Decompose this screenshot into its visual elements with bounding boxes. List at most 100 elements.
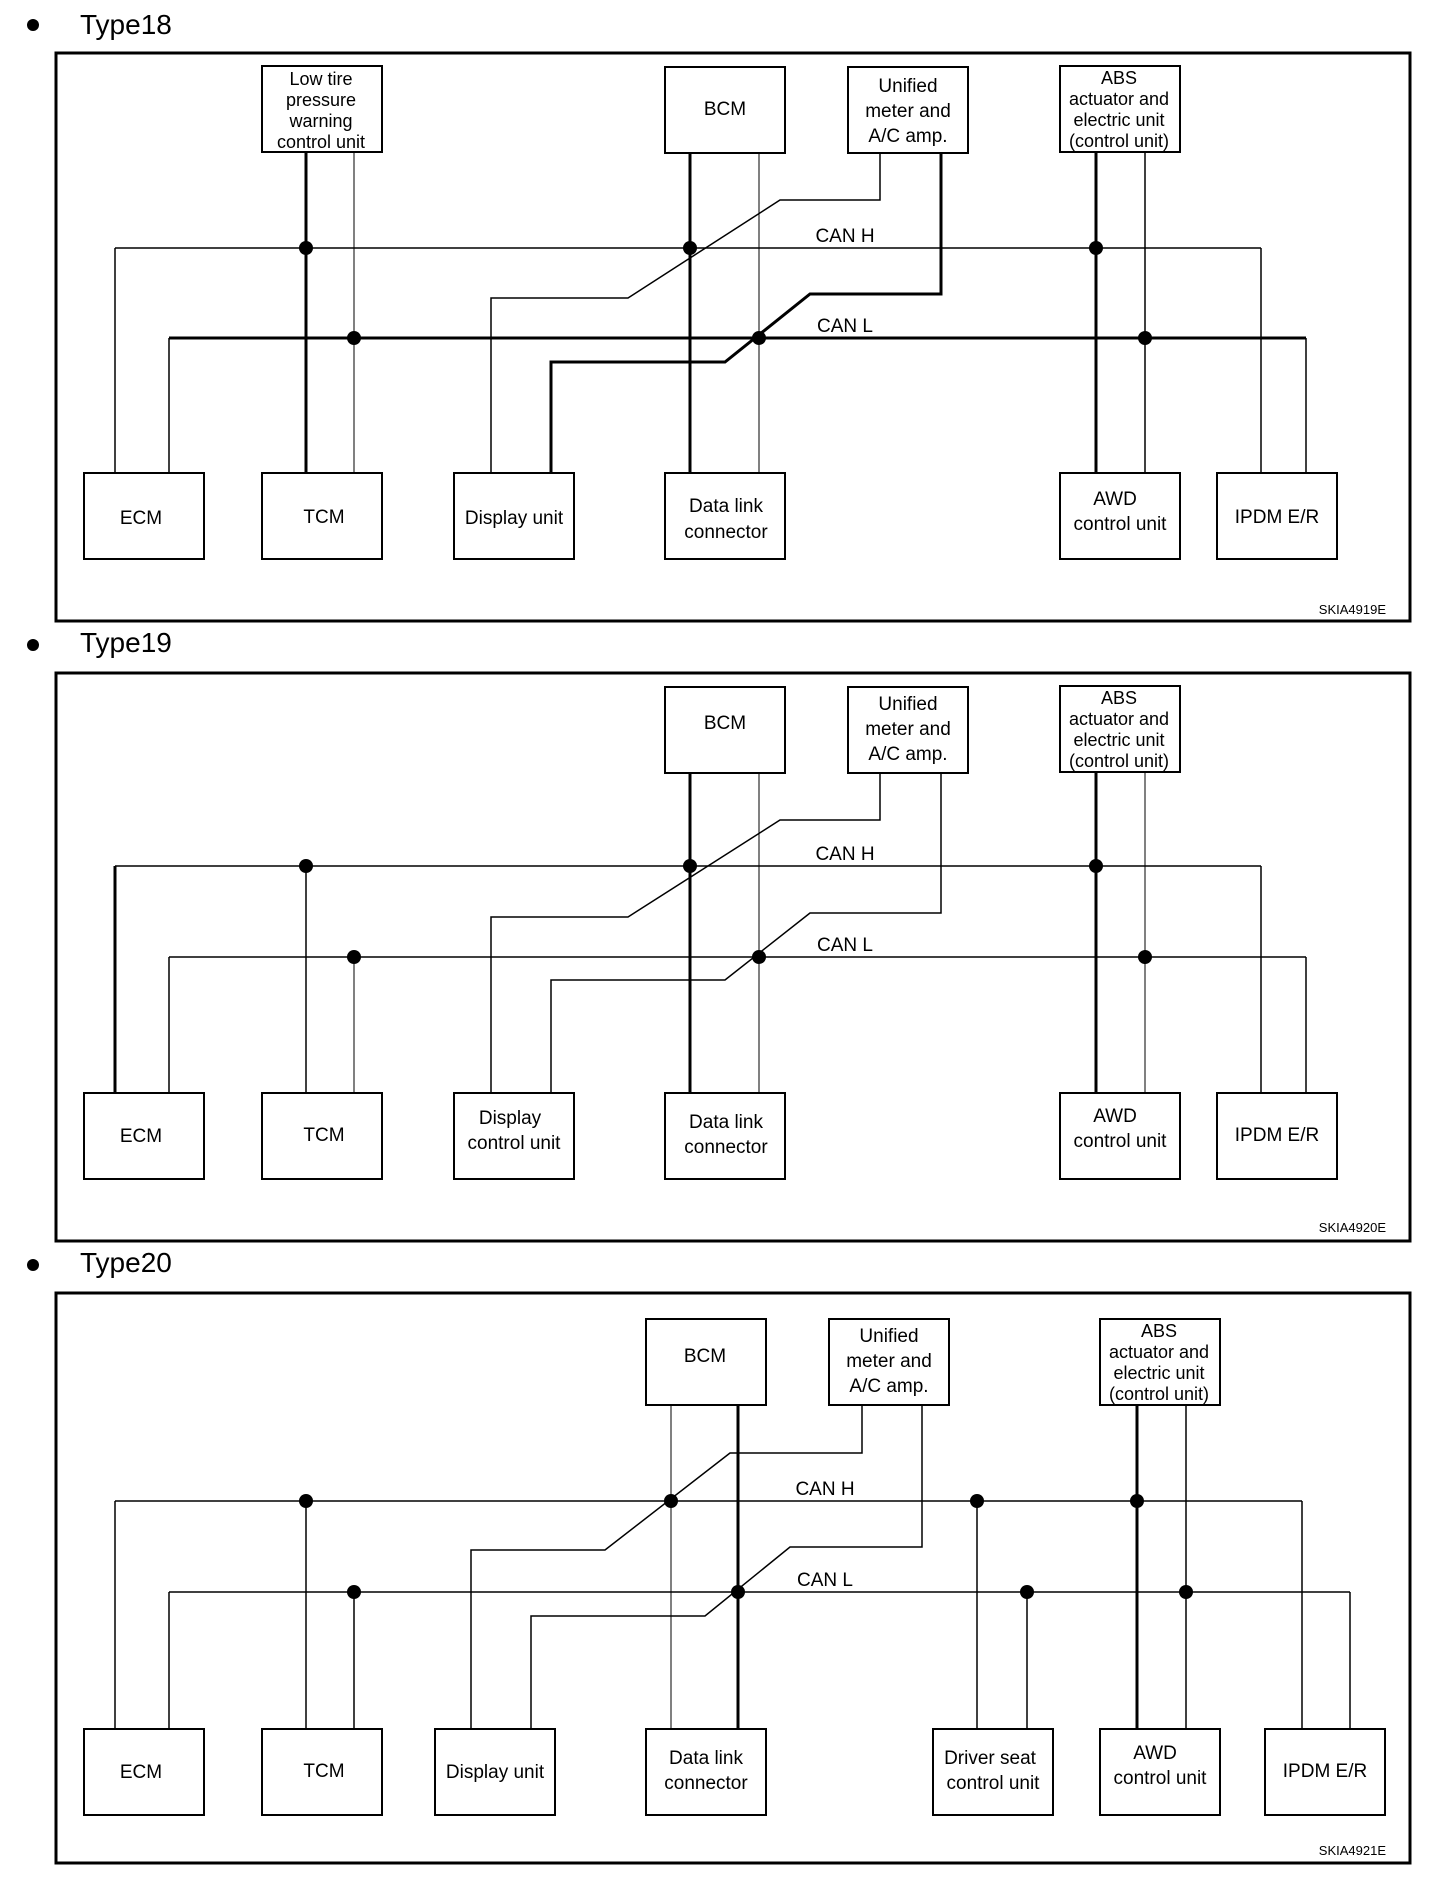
- junction-dot: [347, 950, 361, 964]
- svg-text:pressure: pressure: [286, 90, 356, 110]
- junction-dot: [1089, 859, 1103, 873]
- svg-text:electric unit: electric unit: [1073, 110, 1164, 130]
- junction-dot: [347, 1585, 361, 1599]
- unit-abs-actuator: ABS actuator and electric unit (control …: [1059, 65, 1181, 153]
- svg-text:actuator and: actuator and: [1109, 1342, 1209, 1362]
- junction-dot: [299, 859, 313, 873]
- svg-text:control unit: control unit: [277, 132, 365, 152]
- wires: [114, 152, 1307, 474]
- junction-dot: [731, 1585, 745, 1599]
- svg-text:ABS: ABS: [1101, 68, 1137, 88]
- junction-dot: [683, 859, 697, 873]
- diagram-frame: [54, 1291, 1412, 1865]
- junction-dot: [664, 1494, 678, 1508]
- svg-text:A/C amp.: A/C amp.: [868, 126, 947, 147]
- svg-text:ABS: ABS: [1101, 688, 1137, 708]
- junction-dot: [1138, 331, 1152, 345]
- svg-text:Data link: Data link: [689, 496, 763, 517]
- bullet-icon: [27, 639, 39, 651]
- svg-text:actuator and: actuator and: [1069, 89, 1169, 109]
- junction-dot: [1138, 950, 1152, 964]
- svg-text:AWD: AWD: [1133, 1743, 1177, 1764]
- unit-tcm: TCM: [261, 472, 383, 560]
- unit-low-tire-pressure: Low tire pressure warning control unit: [261, 65, 383, 153]
- svg-text:Display unit: Display unit: [465, 508, 564, 529]
- svg-text:Unified: Unified: [859, 1326, 918, 1347]
- svg-text:IPDM E/R: IPDM E/R: [1235, 507, 1319, 528]
- junction-dot: [1020, 1585, 1034, 1599]
- svg-text:control unit: control unit: [468, 1133, 562, 1154]
- svg-text:meter and: meter and: [865, 101, 951, 122]
- svg-text:BCM: BCM: [684, 1346, 726, 1367]
- unit-data-link-connector: Data link connector: [664, 472, 786, 560]
- unit-bcm: BCM: [664, 686, 786, 774]
- svg-text:warning: warning: [288, 111, 352, 131]
- unit-ipdm: IPDM E/R: [1264, 1728, 1386, 1816]
- svg-text:Unified: Unified: [878, 694, 937, 715]
- unit-awd: AWD control unit: [1059, 1092, 1181, 1180]
- svg-text:meter and: meter and: [865, 719, 951, 740]
- unit-awd: AWD control unit: [1059, 472, 1181, 560]
- junction-dot: [752, 331, 766, 345]
- svg-text:Low tire: Low tire: [289, 69, 352, 89]
- unit-display-control: Display control unit: [453, 1092, 575, 1180]
- unit-tcm: TCM: [261, 1728, 383, 1816]
- junction-dot: [1089, 241, 1103, 255]
- svg-text:control unit: control unit: [1074, 514, 1168, 535]
- junction-dot: [752, 950, 766, 964]
- svg-text:(control unit): (control unit): [1109, 1384, 1209, 1404]
- wires: [113, 772, 1307, 1094]
- svg-text:BCM: BCM: [704, 713, 746, 734]
- wires: [114, 1405, 1351, 1730]
- unit-ecm: ECM: [83, 1092, 205, 1180]
- section-type20: Type20 CAN H CAN L: [0, 1240, 1456, 1870]
- unit-awd: AWD control unit: [1099, 1728, 1221, 1816]
- junction-dot: [1130, 1494, 1144, 1508]
- svg-text:electric unit: electric unit: [1073, 730, 1164, 750]
- section-type19: Type19 CAN H CAN L: [0, 620, 1456, 1243]
- can-h-label: CAN H: [815, 844, 874, 865]
- junction-dot: [970, 1494, 984, 1508]
- unit-unified-meter: Unified meter and A/C amp.: [847, 686, 969, 774]
- svg-text:(control unit): (control unit): [1069, 751, 1169, 771]
- diagram-title: Type20: [80, 1247, 172, 1278]
- svg-text:Driver seat: Driver seat: [944, 1748, 1037, 1769]
- junction-dot: [299, 241, 313, 255]
- svg-text:BCM: BCM: [704, 99, 746, 120]
- svg-text:TCM: TCM: [303, 1125, 344, 1146]
- svg-text:ABS: ABS: [1141, 1321, 1177, 1341]
- diagram-title: Type18: [80, 9, 172, 40]
- svg-text:(control unit): (control unit): [1069, 131, 1169, 151]
- unit-data-link-connector: Data link connector: [664, 1092, 786, 1180]
- svg-text:A/C amp.: A/C amp.: [868, 744, 947, 765]
- junctions: [299, 241, 1152, 345]
- unit-unified-meter: Unified meter and A/C amp.: [847, 66, 969, 154]
- svg-text:ECM: ECM: [120, 508, 162, 529]
- unit-abs-actuator: ABS actuator and electric unit (control …: [1099, 1318, 1221, 1406]
- bullet-icon: [27, 19, 39, 31]
- svg-text:connector: connector: [684, 1137, 768, 1158]
- svg-text:meter and: meter and: [846, 1351, 932, 1372]
- figure-code: SKIA4920E: [1319, 1220, 1387, 1235]
- svg-text:control unit: control unit: [1074, 1131, 1168, 1152]
- svg-text:IPDM E/R: IPDM E/R: [1235, 1125, 1319, 1146]
- unit-ecm: ECM: [83, 1728, 205, 1816]
- junction-dot: [299, 1494, 313, 1508]
- svg-text:ECM: ECM: [120, 1126, 162, 1147]
- can-l-label: CAN L: [817, 316, 873, 337]
- diagram-frame: [54, 671, 1412, 1243]
- svg-text:connector: connector: [684, 522, 768, 543]
- junctions: [299, 859, 1152, 964]
- svg-text:AWD: AWD: [1093, 489, 1137, 510]
- svg-text:control unit: control unit: [947, 1773, 1041, 1794]
- svg-text:electric unit: electric unit: [1113, 1363, 1204, 1383]
- unit-ipdm: IPDM E/R: [1216, 472, 1338, 560]
- can-diagram-type19: CAN H CAN L BCM: [54, 671, 1412, 1243]
- can-l-label: CAN L: [817, 935, 873, 956]
- unit-display: Display unit: [453, 472, 575, 560]
- svg-text:Unified: Unified: [878, 76, 937, 97]
- unit-abs-actuator: ABS actuator and electric unit (control …: [1059, 685, 1181, 773]
- svg-text:actuator and: actuator and: [1069, 709, 1169, 729]
- unit-bcm: BCM: [664, 66, 786, 154]
- unit-ecm: ECM: [83, 472, 205, 560]
